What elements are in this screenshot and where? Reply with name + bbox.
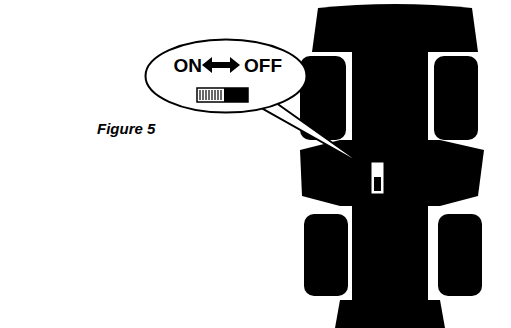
callout-bubble: ON OFF	[144, 38, 308, 114]
bubble-outline	[144, 38, 308, 114]
switch-symbol	[371, 162, 384, 194]
slide-switch-symbol	[197, 88, 248, 102]
switch-label-off: OFF	[244, 56, 282, 75]
double-arrow	[202, 57, 240, 73]
figure-caption: Figure 5	[97, 121, 155, 136]
callout-tail	[258, 100, 368, 168]
switch-label-on: ON	[174, 56, 203, 75]
